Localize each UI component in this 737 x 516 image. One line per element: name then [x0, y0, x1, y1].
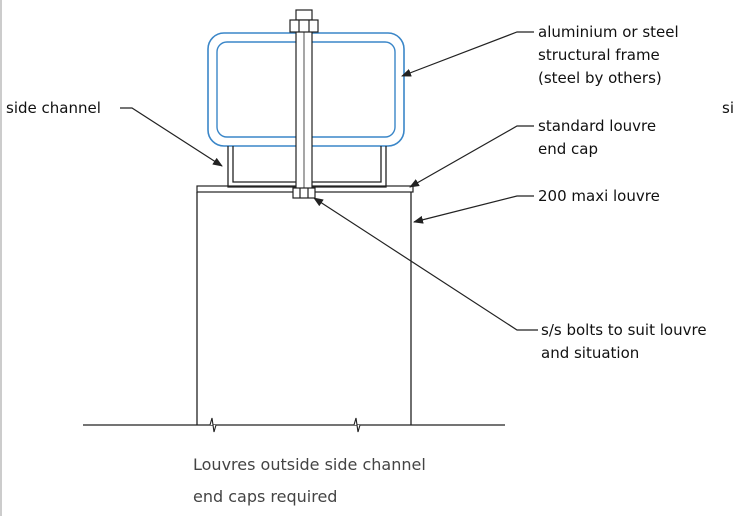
leader-louvre: [413, 195, 534, 224]
bolt-nut-top: [289, 19, 319, 33]
label-bolts-line2: and situation: [541, 344, 639, 362]
bolt-tip: [295, 9, 313, 21]
break-mark-right: [348, 417, 366, 433]
caption-line1: Louvres outside side channel: [193, 455, 426, 474]
leader-bolts: [313, 197, 538, 331]
break-mark-left: [205, 417, 222, 433]
bolt: [289, 9, 319, 199]
label-side-channel: side channel: [6, 99, 101, 117]
label-end-cap-line1: standard louvre: [538, 117, 656, 135]
louvre-body: [196, 192, 412, 425]
label-cut-off: si: [722, 99, 734, 117]
leader-frame: [401, 31, 534, 77]
label-frame-line3: (steel by others): [538, 69, 662, 87]
label-frame-line2: structural frame: [538, 46, 660, 64]
leader-side-channel: [120, 107, 223, 167]
label-louvre: 200 maxi louvre: [538, 187, 660, 205]
caption-line2: end caps required: [193, 487, 337, 506]
label-end-cap-line2: end cap: [538, 140, 598, 158]
leader-end-cap: [409, 125, 534, 188]
label-bolts-line1: s/s bolts to suit louvre: [541, 321, 707, 339]
bolt-nut-bottom: [292, 187, 316, 199]
label-frame-line1: aluminium or steel: [538, 23, 679, 41]
